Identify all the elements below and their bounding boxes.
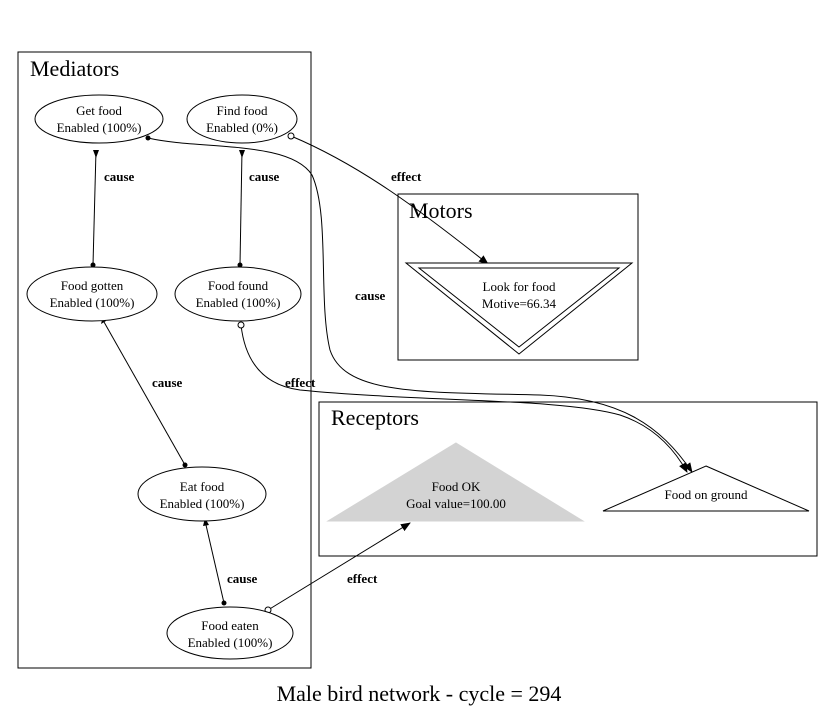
edge-get-food-to-food-on-ground: [147, 137, 693, 473]
node-food-found-status: Enabled (100%): [196, 295, 281, 310]
edge-tail-dot: [145, 135, 151, 141]
edge-eat-food-to-food-eaten: [205, 524, 225, 604]
mediators-title: Mediators: [30, 56, 119, 81]
edge-tail-dot: [90, 262, 96, 268]
edge-label-eaten-ok-effect: effect: [347, 571, 378, 586]
motors-cluster: Motors: [397, 193, 639, 361]
node-food-ok-goal: Goal value=100.00: [406, 496, 506, 511]
node-food-found[interactable]: Food found Enabled (100%): [174, 266, 302, 322]
node-food-on-ground[interactable]: Food on ground: [602, 465, 810, 512]
edge-label-find-food-cause: cause: [249, 169, 280, 184]
edge-label-found-ground-effect: effect: [285, 375, 316, 390]
receptors-title: Receptors: [331, 405, 419, 430]
edges: cause cause cause cause effect cause eff…: [90, 132, 693, 614]
node-find-food[interactable]: Find food Enabled (0%): [186, 94, 298, 144]
node-eat-food-name: Eat food: [180, 479, 225, 494]
node-look-for-food-motive: Motive=66.34: [482, 296, 557, 311]
diagram-caption: Male bird network - cycle = 294: [277, 681, 562, 706]
edge-tail-open: [237, 321, 245, 329]
node-food-found-name: Food found: [208, 278, 269, 293]
edge-tail-open: [287, 132, 295, 140]
edge-get-food-to-food-gotten: [92, 149, 97, 266]
edge-food-eaten-to-food-ok: [267, 522, 411, 611]
node-eat-food-status: Enabled (100%): [160, 496, 245, 511]
node-look-for-food-name: Look for food: [483, 279, 556, 294]
edge-food-gotten-to-eat-food: [103, 321, 186, 466]
edge-arrowhead: [239, 150, 245, 158]
edge-tail-dot: [182, 462, 188, 468]
edge-label-get-food-cause: cause: [104, 169, 135, 184]
edge-find-food-to-food-found: [239, 149, 243, 266]
node-get-food[interactable]: Get food Enabled (100%): [34, 94, 164, 144]
receptors-cluster: Receptors: [318, 401, 818, 557]
node-food-eaten-name: Food eaten: [201, 618, 259, 633]
node-look-for-food[interactable]: Look for food Motive=66.34: [404, 262, 634, 355]
edge-label-eat-eaten-cause: cause: [227, 571, 258, 586]
edge-tail-dot: [237, 262, 243, 268]
node-food-gotten-name: Food gotten: [61, 278, 124, 293]
edge-arrowhead: [93, 150, 99, 158]
edge-find-food-to-look-for-food: [290, 135, 489, 265]
node-get-food-name: Get food: [76, 103, 122, 118]
node-food-gotten-status: Enabled (100%): [50, 295, 135, 310]
node-food-eaten-status: Enabled (100%): [188, 635, 273, 650]
node-find-food-status: Enabled (0%): [206, 120, 278, 135]
edge-tail-dot: [221, 600, 227, 606]
edge-label-find-look-effect: effect: [391, 169, 422, 184]
edge-food-found-to-food-on-ground: [240, 324, 688, 473]
edge-label-gotten-eat-cause: cause: [152, 375, 183, 390]
node-food-eaten[interactable]: Food eaten Enabled (100%): [166, 606, 294, 660]
motors-title: Motors: [409, 198, 473, 223]
node-food-gotten[interactable]: Food gotten Enabled (100%): [26, 266, 158, 322]
node-food-on-ground-name: Food on ground: [664, 487, 748, 502]
node-find-food-name: Find food: [217, 103, 268, 118]
node-get-food-status: Enabled (100%): [57, 120, 142, 135]
node-food-ok-name: Food OK: [432, 479, 481, 494]
node-food-ok[interactable]: Food OK Goal value=100.00: [326, 442, 585, 522]
mediators-cluster: Mediators: [17, 51, 312, 669]
node-eat-food[interactable]: Eat food Enabled (100%): [137, 466, 267, 522]
edge-label-get-ground-cause: cause: [355, 288, 386, 303]
